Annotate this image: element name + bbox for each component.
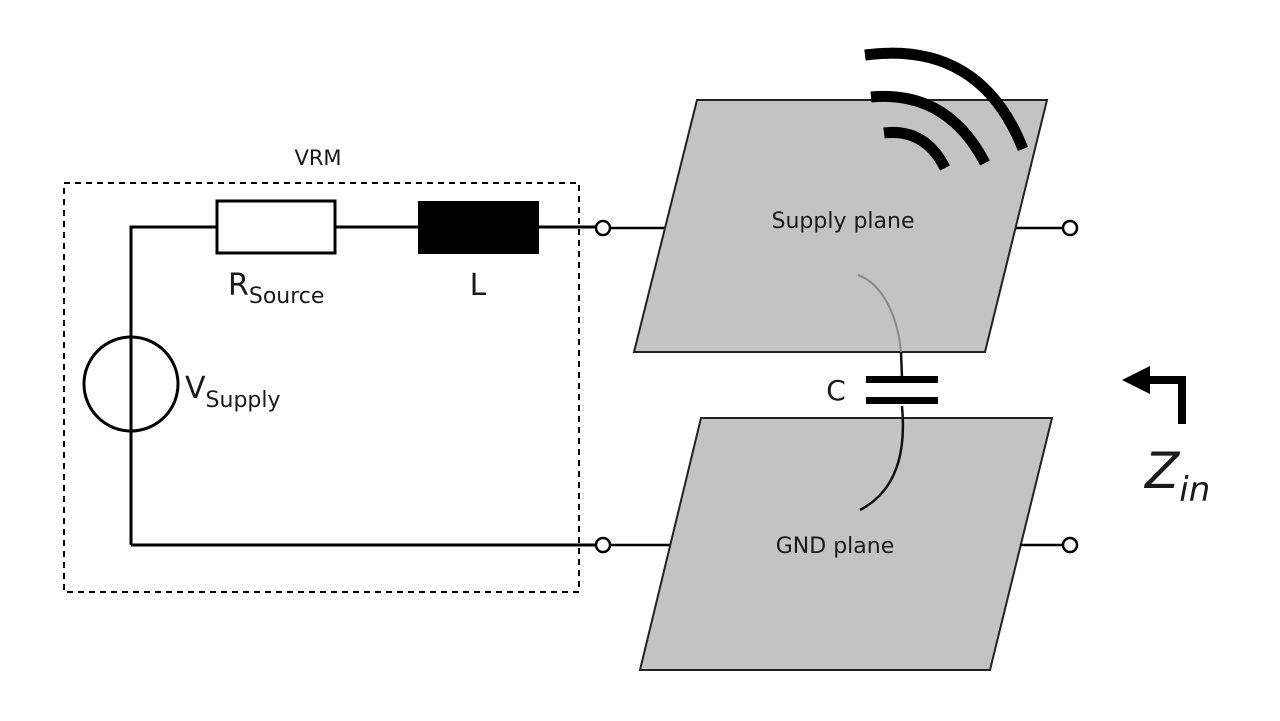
capacitor-lead-top xyxy=(857,274,902,353)
terminal-supply-left xyxy=(594,219,612,237)
radiation-icon xyxy=(864,47,1029,171)
resistor-label: RSource xyxy=(228,268,324,309)
radiation-arc-small xyxy=(883,126,950,171)
inductor-l xyxy=(418,201,539,254)
capacitor-label: C xyxy=(826,374,846,407)
capacitor-plate-top xyxy=(866,376,938,383)
gnd-plane xyxy=(638,417,1054,671)
capacitor-lead-gap xyxy=(899,351,904,379)
capacitor-lead-bottom xyxy=(859,405,905,512)
terminal-gnd-left xyxy=(594,536,612,554)
vrm-boundary xyxy=(63,182,580,593)
resistor-r-source xyxy=(215,199,337,255)
capacitor-plate-bottom xyxy=(866,397,938,404)
voltage-source-label: VSupply xyxy=(185,371,281,413)
terminal-supply-right xyxy=(1061,219,1079,237)
impedance-label: Zin xyxy=(1143,442,1210,510)
terminal-gnd-right xyxy=(1061,536,1079,554)
radiation-arc-large xyxy=(864,47,1029,152)
vrm-label: VRM xyxy=(294,146,341,170)
top-wire xyxy=(129,225,217,545)
radiation-arc-medium xyxy=(870,90,990,166)
supply-plane-label: Supply plane xyxy=(772,209,915,234)
inductor-label: L xyxy=(470,268,487,303)
gnd-plane-label: GND plane xyxy=(776,534,894,559)
zin-arrow-icon xyxy=(1122,366,1186,424)
